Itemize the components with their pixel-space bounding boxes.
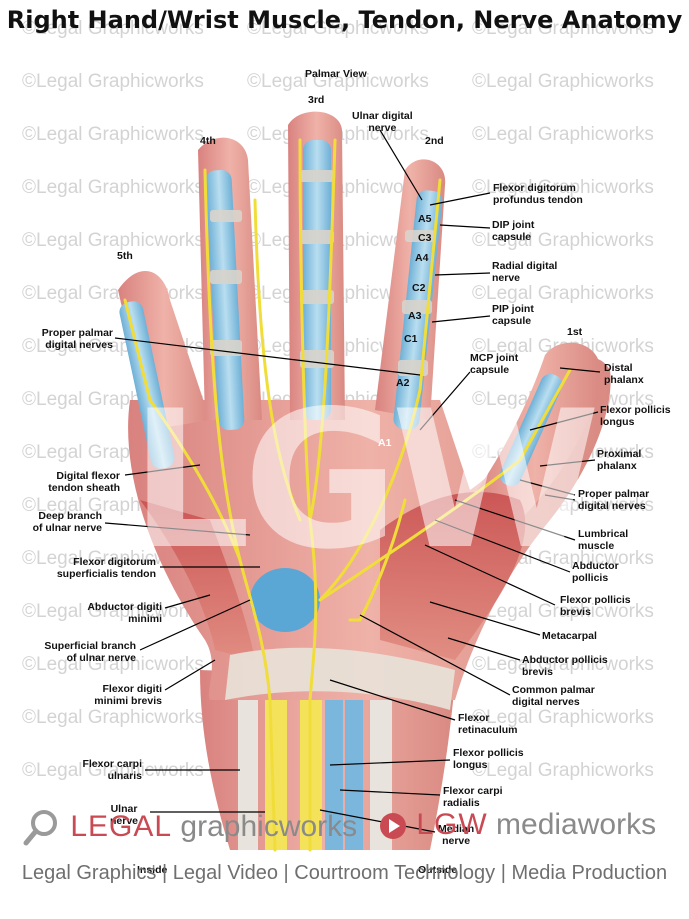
label-palmar-view: Palmar View	[305, 68, 367, 80]
brand-lgw-word: LGW	[416, 808, 488, 841]
label-a1: A1	[378, 437, 392, 449]
label-flexor-carpi-ulnaris: Flexor carpi ulnaris	[82, 758, 142, 782]
label-a4: A4	[415, 252, 429, 264]
watermark-text: ©Legal Graphicworks	[472, 601, 654, 622]
label-dip-capsule: DIP joint capsule	[492, 219, 535, 243]
watermark-text: ©Legal Graphicworks	[22, 18, 204, 39]
watermark-text: ©Legal Graphicworks	[22, 177, 204, 198]
magnifier-icon	[23, 810, 57, 846]
label-common-palmar: Common palmar digital nerves	[512, 684, 595, 708]
label-fds-tendon: Flexor digitorum superficialis tendon	[56, 556, 156, 580]
label-proper-palmar-right: Proper palmar digital nerves	[578, 488, 650, 512]
watermark-text: ©Legal Graphicworks	[22, 707, 204, 728]
page-title: Right Hand/Wrist Muscle, Tendon, Nerve A…	[6, 6, 683, 34]
label-fpb: Flexor pollicis brevis	[560, 594, 631, 618]
label-fpl-upper: Flexor pollicis longus	[600, 404, 671, 428]
label-deep-branch-ulnar: Deep branch of ulnar nerve	[32, 510, 102, 534]
label-fpl-lower: Flexor pollicis longus	[453, 747, 524, 771]
label-inside: Inside	[137, 864, 168, 876]
watermark-text: ©Legal Graphicworks	[472, 124, 654, 145]
brand-mediaworks-word: mediaworks	[496, 808, 657, 841]
big-lgw-watermark: LGW	[130, 370, 601, 591]
watermark-text: ©Legal Graphicworks	[22, 230, 204, 251]
label-proper-palmar-left: Proper palmar digital nerves	[41, 327, 113, 351]
label-a2: A2	[396, 377, 410, 389]
hypothenar-muscles	[140, 500, 255, 660]
label-lumbrical: Lumbrical muscle	[578, 528, 629, 552]
watermark-text: ©Legal Graphicworks	[22, 654, 204, 675]
brand-legal-word: LEGAL	[70, 809, 173, 843]
brand-lgw-mediaworks: LGW mediaworks	[378, 808, 656, 842]
brand-graphicworks-word: graphicworks	[180, 809, 358, 843]
label-finger-3rd: 3rd	[308, 94, 325, 106]
label-c1: C1	[404, 333, 418, 345]
watermark-text: ©Legal Graphicworks	[22, 71, 204, 92]
watermark-text: ©Legal Graphicworks	[472, 71, 654, 92]
flexor-retinaculum-band	[225, 647, 455, 710]
label-superficial-branch-ulnar: Superficial branch of ulnar nerve	[44, 640, 136, 664]
label-distal-phalanx: Distal phalanx	[604, 362, 644, 386]
watermark-text: ©Legal Graphicworks	[22, 601, 204, 622]
label-flexor-retinaculum: Flexor retinaculum	[458, 712, 518, 736]
label-flexor-digiti-minimi: Flexor digiti minimi brevis	[94, 683, 162, 707]
label-abductor-digiti: Abductor digiti minimi	[87, 601, 162, 625]
record-icon	[380, 813, 406, 840]
label-c3: C3	[418, 232, 432, 244]
carpal-tunnel-blue	[250, 568, 320, 632]
label-ulnar-nerve: Ulnar nerve	[110, 803, 139, 827]
label-outside: Outside	[418, 864, 458, 876]
watermark-text: ©Legal Graphicworks	[247, 71, 429, 92]
label-digital-flexor-sheath: Digital flexor tendon sheath	[48, 470, 120, 494]
watermark-text: ©Legal Graphicworks	[22, 124, 204, 145]
label-radial-digital-nerve: Radial digital nerve	[492, 260, 558, 284]
label-abductor-pollicis-brevis: Abductor pollicis brevis	[522, 654, 608, 678]
watermark-text: ©Legal Graphicworks	[472, 18, 654, 39]
watermark-text: ©Legal Graphicworks	[472, 283, 654, 304]
footer-caption: Legal Graphics | Legal Video | Courtroom…	[21, 862, 668, 884]
watermark-text: ©Legal Graphicworks	[247, 18, 429, 39]
label-proximal-phalanx: Proximal phalanx	[597, 448, 642, 472]
watermark-text: ©Legal Graphicworks	[22, 760, 204, 781]
watermark-text: ©Legal Graphicworks	[472, 760, 654, 781]
watermark-text: ©Legal Graphicworks	[472, 177, 654, 198]
label-mcp-capsule: MCP joint capsule	[470, 352, 519, 376]
label-finger-4th: 4th	[200, 135, 216, 147]
brand-legal-graphicworks: LEGAL graphicworks	[22, 808, 357, 848]
label-finger-5th: 5th	[117, 250, 133, 262]
label-metacarpal: Metacarpal	[542, 630, 597, 642]
label-fdp-tendon: Flexor digitorum profundus tendon	[493, 182, 583, 206]
label-finger-1st: 1st	[567, 326, 583, 338]
label-ulnar-digital-nerve: Ulnar digital nerve	[352, 110, 413, 134]
label-a3: A3	[408, 310, 422, 322]
label-median-nerve: Median nerve	[438, 823, 475, 847]
label-c2: C2	[412, 282, 426, 294]
label-finger-2nd: 2nd	[425, 135, 444, 147]
label-a5: A5	[418, 213, 432, 225]
watermark-text: ©Legal Graphicworks	[472, 707, 654, 728]
label-flexor-carpi-radialis: Flexor carpi radialis	[443, 785, 503, 809]
label-abductor-pollicis: Abductor pollicis	[572, 560, 619, 584]
watermark-text: ©Legal Graphicworks	[472, 230, 654, 251]
label-pip-capsule: PIP joint capsule	[492, 303, 534, 327]
